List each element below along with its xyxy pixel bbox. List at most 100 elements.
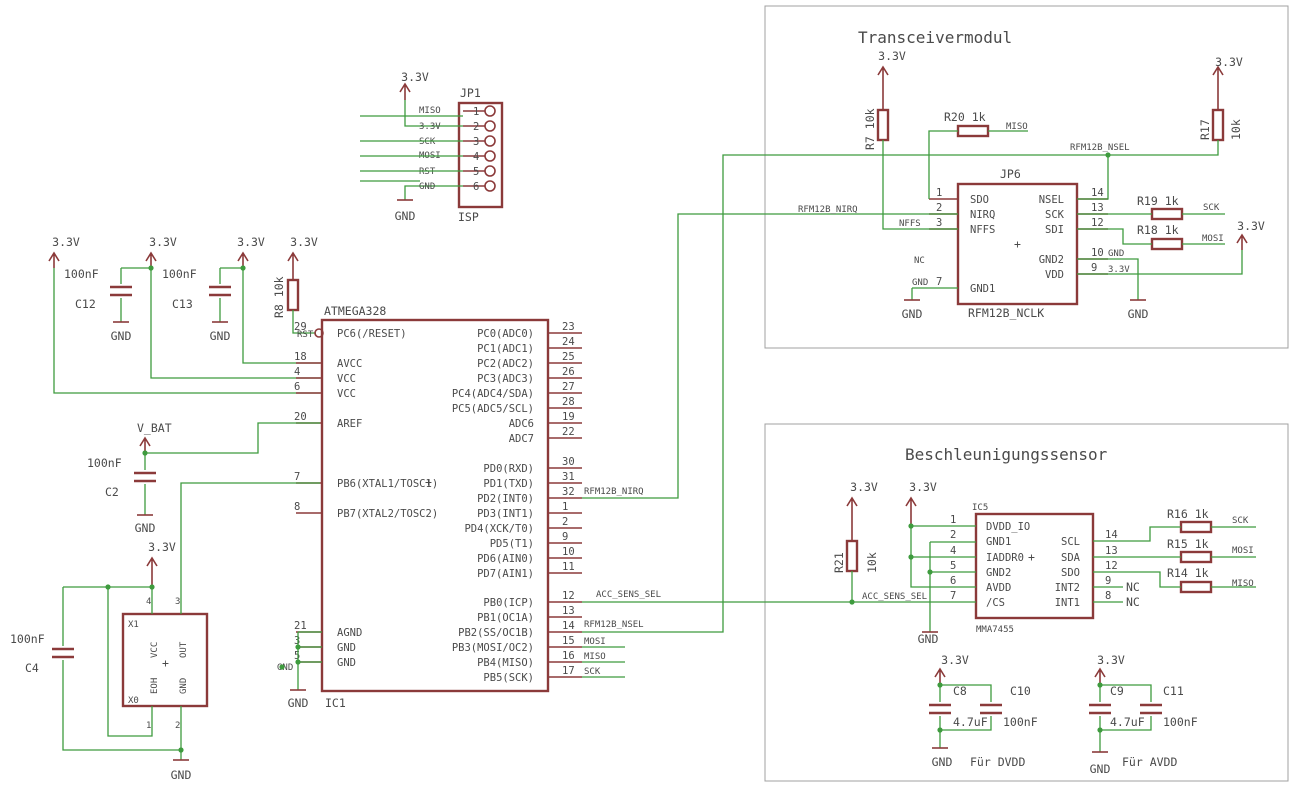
accel-left-pin-name: AVDD: [986, 582, 1011, 594]
c12-name: C12: [75, 297, 96, 311]
mcu-right-pin-name: PC4(ADC4/SDA): [452, 388, 534, 400]
accel-right-pin-name: SDA: [1061, 552, 1081, 564]
isp-value: ISP: [458, 210, 479, 224]
osc-label-out: OUT: [179, 641, 189, 658]
rfm-gnd1-pin-name: GND1: [970, 283, 995, 295]
c13-supply: 3.3V: [149, 235, 177, 249]
svg-text:+: +: [162, 656, 169, 670]
accel-nc-int1: NC: [1126, 595, 1140, 609]
dvdd-gnd: GND: [932, 755, 953, 769]
c13-gnd: GND: [210, 329, 231, 343]
accel-right-pin-number: 14: [1105, 529, 1118, 541]
accel-left-pin-name: IADDR0: [986, 552, 1024, 564]
rfm-right-pin-number: 9: [1091, 262, 1097, 274]
r18-label: R18 1k: [1137, 223, 1179, 237]
r21-name: R21: [832, 552, 846, 573]
isp-pin-circle: [484, 120, 496, 132]
avdd-supply: 3.3V: [1097, 653, 1125, 667]
rfm-gnd2-net: GND: [1108, 249, 1124, 259]
mcu-right-pin-name: PC5(ADC5/SCL): [452, 403, 534, 415]
c4-name: C4: [25, 661, 39, 675]
mcu-net-nirq: RFM12B_NIRQ: [584, 487, 644, 497]
mcu-left-pin-number: 3: [294, 635, 300, 647]
accel-value: MMA7455: [976, 625, 1014, 635]
accel-left-pin-name: /CS: [986, 597, 1005, 609]
accel-left-pin-number: 6: [950, 575, 956, 587]
r8-rst-net: RST: [297, 330, 314, 340]
mcu-right-pin-name: PB2(SS/OC1B): [458, 627, 534, 639]
c11-name: C11: [1163, 684, 1184, 698]
mcu-left-pin-name: GND: [337, 642, 356, 654]
rfm-right-pin-name: SDI: [1045, 224, 1064, 236]
r17-supply: 3.3V: [1215, 55, 1243, 69]
isp-net-miso: MISO: [419, 106, 441, 116]
c9-value: 4.7uF: [1110, 715, 1145, 729]
mcu-left-pin-number: 29: [294, 321, 307, 333]
rfm-gnd1-net: GND: [912, 278, 928, 288]
accel-right-pin-name: INT2: [1055, 582, 1080, 594]
c2-name: C2: [105, 485, 119, 499]
svg-text:+: +: [425, 475, 432, 489]
mcu-right-pin-name: PD5(T1): [490, 538, 534, 550]
c4-value: 100nF: [10, 632, 45, 646]
mcu-net-sck: SCK: [584, 667, 601, 677]
oscillator-x1: X1 X0 EOH VCC GND OUT + 4 3 1 2 3.3V 100…: [10, 482, 320, 782]
mcu-net-miso: MISO: [584, 652, 606, 662]
mcu-name: ATMEGA328: [324, 304, 386, 318]
r14-miso-net: MISO: [1232, 579, 1254, 589]
mcu-right-pin-name: PC3(ADC3): [477, 373, 534, 385]
rfm-right-pin-name: SCK: [1045, 209, 1065, 221]
rfm-left-pin-number: 3: [936, 217, 942, 229]
accel-gnd: GND: [918, 632, 939, 646]
rfm-value: RFM12B_NCLK: [968, 306, 1044, 320]
c2-gnd: GND: [135, 521, 156, 535]
mcu-right-pin-name: PB5(SCK): [483, 672, 534, 684]
isp-net-gnd: GND: [419, 182, 435, 192]
rfm-name: JP6: [1000, 167, 1021, 181]
osc-label-vcc: VCC: [150, 642, 160, 658]
r18-mosi-net: MOSI: [1202, 234, 1224, 244]
accel-right-pin-number: 12: [1105, 560, 1118, 572]
mcu-right-pin-name: ADC7: [509, 433, 534, 445]
avdd-note: Für AVDD: [1122, 755, 1177, 769]
accel-cs-net: ACC_SENS_SEL: [862, 592, 927, 602]
rfm-left-pin-name: NIRQ: [970, 209, 995, 221]
avdd-decoupling: 3.3V C9 4.7uF C11 100nF GND Für AVDD: [1089, 653, 1198, 776]
r17-name: R17: [1198, 119, 1212, 140]
mcu-right-pin-number: 17: [562, 665, 575, 677]
dvdd-note: Für DVDD: [970, 755, 1025, 769]
rfm-left-pin-number: 2: [936, 202, 942, 214]
rfm-right-pin-name: NSEL: [1039, 194, 1064, 206]
avcc-supply-label: 3.3V: [237, 235, 265, 249]
accel-left-pin-number: 1: [950, 514, 956, 526]
mcu-right-pin-number: 12: [562, 590, 575, 602]
mcu-right-pin-number: 15: [562, 635, 575, 647]
mcu-right-pin-number: 9: [562, 531, 568, 543]
accel-right-pin-name: SCL: [1061, 536, 1080, 548]
mma7455-accel: IC5 MMA7455 + 1DVDD_IO2GND14IADDR05GND26…: [582, 480, 1256, 646]
r20-label: R20 1k: [944, 110, 986, 124]
rfm-nc: NC: [914, 256, 925, 266]
mcu-right-pin-name: PD7(AIN1): [477, 568, 534, 580]
mcu-left-pin-number: 21: [294, 620, 307, 632]
rfm-gnd-left: GND: [902, 307, 923, 321]
mcu-right-pin-number: 27: [562, 381, 575, 393]
r21-supply: 3.3V: [850, 480, 878, 494]
mcu-left-pin-number: 5: [294, 650, 300, 662]
rfm-gnd1-pin-number: 7: [936, 276, 942, 288]
mcu-right-pin-number: 26: [562, 366, 575, 378]
r15-mosi-net: MOSI: [1232, 546, 1254, 556]
dvdd-supply: 3.3V: [941, 653, 969, 667]
mcu-right-pin-name: PD2(INT0): [477, 493, 534, 505]
mcu-left-pin-name: PB6(XTAL1/TOSC1): [337, 478, 438, 490]
mcu-right-pin-name: PD6(AIN0): [477, 553, 534, 565]
cap-c13: 3.3V 100nF C13 GND: [145, 235, 320, 379]
mcu-ref: IC1: [325, 696, 346, 710]
mcu-right-pin-number: 24: [562, 336, 575, 348]
accel-frame-title: Beschleunigungssensor: [905, 445, 1108, 464]
mcu-gnd-label: GND: [288, 696, 309, 710]
r15-label: R15 1k: [1167, 537, 1209, 551]
accel-left-pin-name: DVDD_IO: [986, 521, 1030, 533]
mcu-right-pin-name: PC2(ADC2): [477, 358, 534, 370]
